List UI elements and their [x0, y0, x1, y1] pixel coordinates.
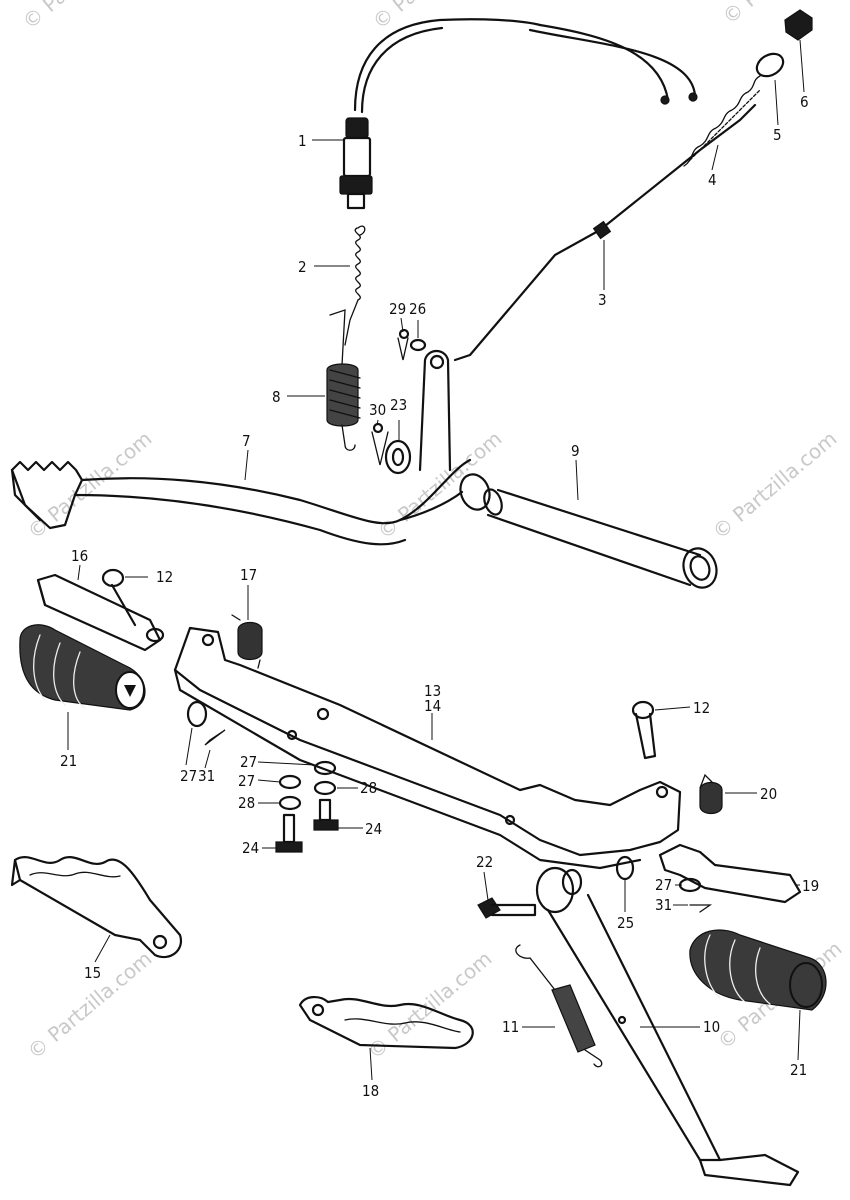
callout-25: 25: [617, 914, 634, 932]
callout-4: 4: [708, 171, 717, 189]
callout-2: 2: [298, 258, 307, 276]
watermark: © Partzilla.com: [23, 426, 157, 544]
callout-8: 8: [272, 388, 281, 406]
callout-27-c: 27: [238, 772, 255, 790]
callout-16: 16: [71, 547, 88, 565]
callout-31-b: 31: [655, 896, 672, 914]
stand-spring: [515, 944, 603, 1068]
brake-rod: [453, 9, 813, 362]
callout-13: 13: [424, 682, 441, 700]
callout-11: 11: [502, 1018, 519, 1036]
callout-31-a: 31: [198, 767, 215, 785]
callout-22: 22: [476, 853, 493, 871]
callout-28-b: 28: [360, 779, 377, 797]
watermark: © Partzilla.com: [718, 0, 850, 29]
callout-26: 26: [409, 300, 426, 318]
callout-18: 18: [362, 1082, 379, 1100]
brake-light-switch: [339, 18, 698, 210]
callout-3: 3: [598, 291, 607, 309]
callout-21-left: 21: [60, 752, 77, 770]
callout-1: 1: [298, 132, 307, 150]
callout-19: 19: [802, 877, 819, 895]
watermark: © Partzilla.com: [708, 426, 842, 544]
left-fasteners: [186, 700, 339, 853]
bolt-22: [477, 855, 635, 919]
right-footrest-bar: [658, 843, 802, 913]
watermark: © Partzilla.com: [18, 0, 152, 34]
spring-17: [231, 614, 263, 669]
pivot-shaft: [483, 488, 718, 589]
brake-pedal: [10, 349, 491, 546]
callout-7: 7: [242, 432, 251, 450]
callout-6: 6: [800, 93, 809, 111]
callout-30: 30: [369, 401, 386, 419]
watermarks: © Partzilla.com © Partzilla.com © Partzi…: [18, 0, 850, 1064]
callout-9: 9: [571, 442, 580, 460]
step-bar: [173, 626, 682, 870]
callout-12: 12: [156, 568, 173, 586]
callout-20: 20: [760, 785, 777, 803]
callout-27-b: 27: [240, 753, 257, 771]
left-footrest-rubber: [19, 624, 146, 711]
pin-12-right: [631, 700, 657, 760]
return-spring: [326, 309, 361, 451]
callout-24-b: 24: [365, 820, 382, 838]
callout-5: 5: [773, 126, 782, 144]
callout-15: 15: [84, 964, 101, 982]
right-footpeg: [298, 996, 474, 1050]
callout-24-a: 24: [242, 839, 259, 857]
leader-lines: [67, 39, 805, 1081]
right-footrest-rubber: [689, 929, 827, 1011]
callout-14: 14: [424, 697, 441, 715]
callout-29: 29: [389, 300, 406, 318]
callout-23: 23: [390, 396, 407, 414]
switch-spring: [344, 225, 366, 346]
left-footrest-bar: [36, 568, 165, 652]
pins-washers: [371, 328, 427, 475]
spring-20: [699, 773, 723, 815]
callout-12-right: 12: [693, 699, 710, 717]
callout-21-right: 21: [790, 1061, 807, 1079]
callout-17: 17: [240, 566, 257, 584]
left-footpeg: [10, 856, 183, 959]
callout-10: 10: [703, 1018, 720, 1036]
callout-28-a: 28: [238, 794, 255, 812]
callout-27-d: 27: [655, 876, 672, 894]
callout-27-a: 27: [180, 767, 197, 785]
callout-labels: 1 2 3 4 5 6 7 8 9 29 26 30 23 16 12 17 1…: [60, 93, 819, 1100]
